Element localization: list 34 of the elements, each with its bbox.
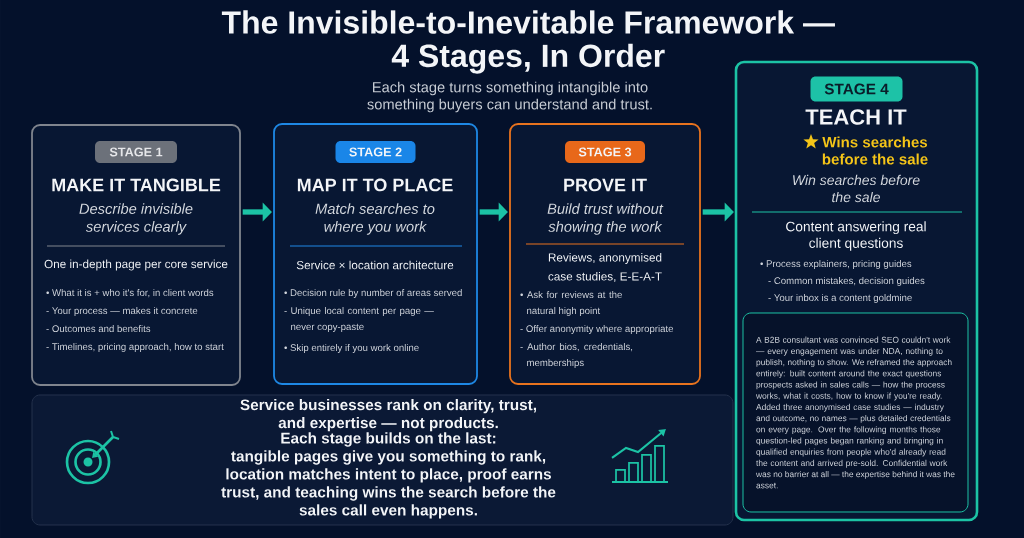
card-subtitle: Build trust without showing the work — [547, 203, 664, 235]
title: The Invisible-to-Inevitable Framework — 4 Stages, In Order — [221, 10, 835, 74]
section-heading: Service × location architecture — [296, 260, 454, 270]
highlight-text: Wins searches before the sale — [822, 136, 928, 165]
card-subtitle: Match searches to where you work — [315, 203, 435, 235]
section-heading: Content answering real client questions — [786, 221, 926, 251]
card-title: MAP IT TO PLACE — [297, 178, 453, 192]
card-title: TEACH IT — [805, 109, 907, 125]
bullet-item: • Process explainers, pricing guides — [760, 260, 912, 269]
bullet-item: - Author bios, credentials, memberships — [520, 343, 633, 368]
card-title: MAKE IT TANGIBLE — [52, 178, 221, 192]
bullet-item: - Common mistakes, decision guides — [768, 277, 925, 286]
bullet-item: • Skip entirely if you work online — [284, 344, 419, 353]
bullet-item: - Offer anonymity where appropriate — [520, 325, 674, 334]
bullet-item: - Timelines, pricing approach, how to start — [46, 343, 224, 352]
summary-text: Service businesses rank on clarity, trust, and expertise — not products. — [240, 399, 536, 432]
bullet-item: • What it is + who it's for, in client words — [46, 289, 214, 298]
stage-badge: STAGE 4 — [810, 76, 903, 102]
bullet-item: - Your process — makes it concrete — [46, 307, 198, 316]
stage-badge: STAGE 3 — [565, 141, 645, 163]
section-heading: One in-depth page per core service — [44, 259, 228, 271]
card-subtitle: Win searches before the sale — [793, 174, 920, 203]
summary-text: Each stage builds on the last: tangible pages give you something to rank, location matches intent to place, proof earns trust, and teaching wins the search before the sales call even happens. — [221, 432, 556, 519]
subtitle: Each stage turns something intangible into something buyers can understand and trust. — [367, 81, 652, 113]
bullet-item: • Ask for reviews at the natural high point — [520, 291, 622, 316]
card-title: PROVE IT — [564, 178, 647, 192]
card-subtitle: Describe invisible services clearly — [79, 203, 193, 235]
stage-badge: STAGE 1 — [95, 141, 177, 163]
bullet-item: - Outcomes and benefits — [46, 325, 151, 333]
section-heading: Reviews, anonymised case studies, E-E-A-T — [548, 253, 662, 282]
bullet-item: • Decision rule by number of areas served — [284, 289, 462, 298]
bullet-item: - Your inbox is a content goldmine — [768, 294, 912, 303]
case-study-panel: A B2B consultant was convinced SEO couldn't work — every engagement was under NDA, nothing to publish, nothing to show. We reframed the approach entirely: built content around the exact questions prospects asked in sales calls — how the process works, what it costs, how to know if you're ready. Added three anonymised case studies — industry and outcome, no names — plus detailed credentials on every page. Over the following months those question-led pages began ranking and bringing in qualified enquiries from people who'd already read the content and arrived pre-sold. Confidential work was no barrier at all — the expertise behind it was the asset. — [742, 312, 969, 513]
bullet-item: - Unique local content per page — never copy-paste — [284, 307, 434, 332]
